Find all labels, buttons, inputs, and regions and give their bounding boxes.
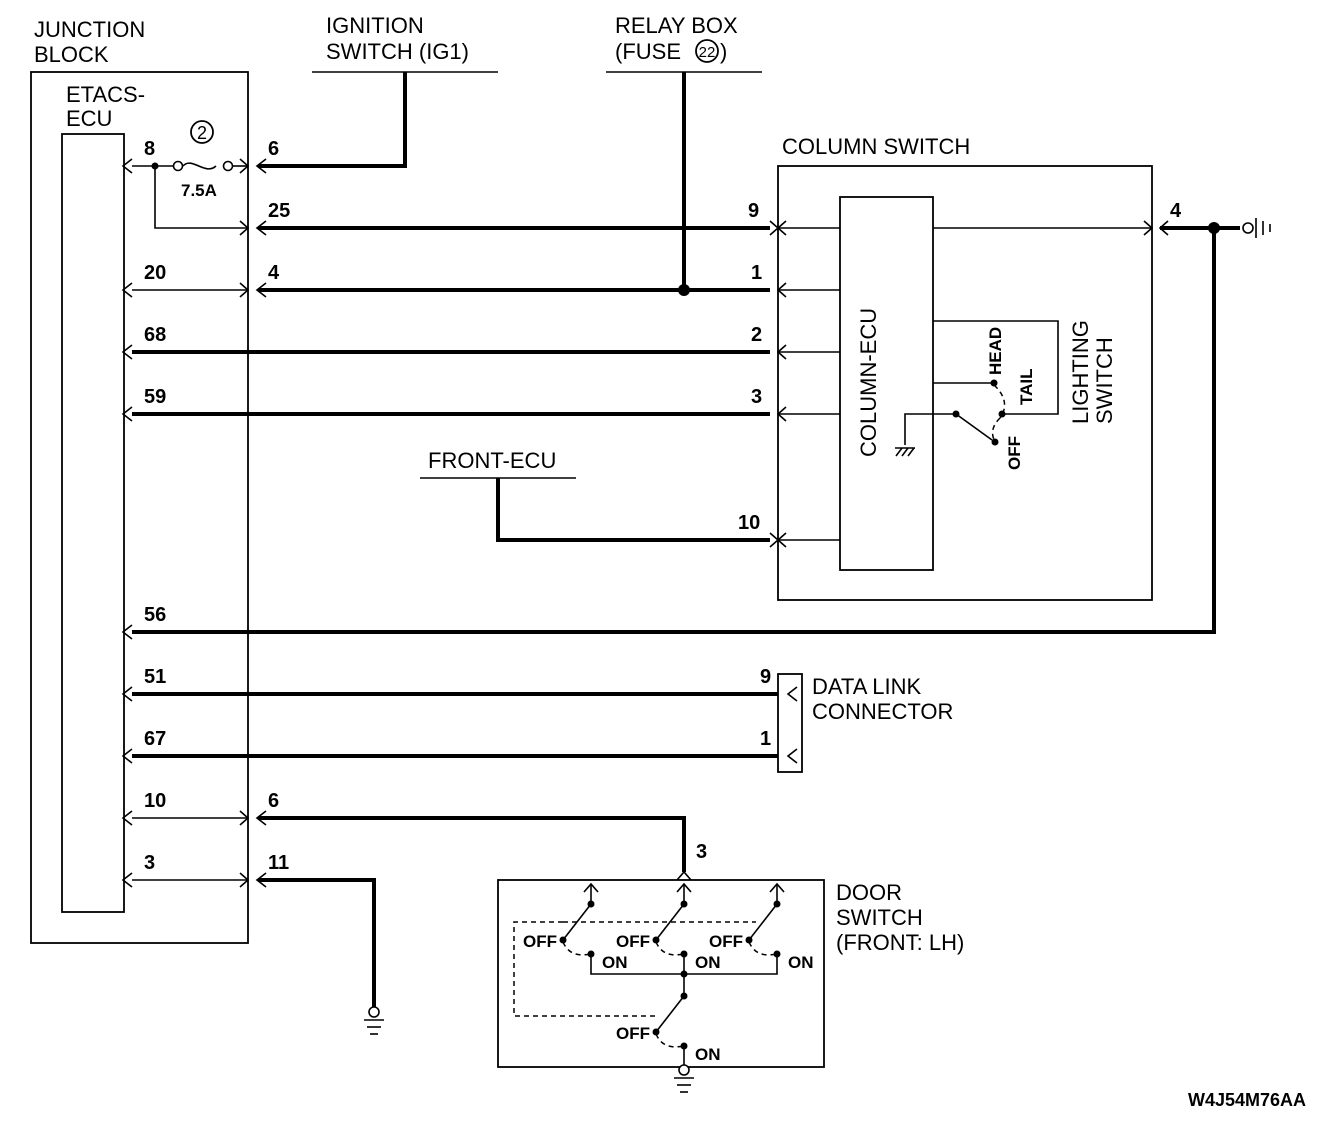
- jb-pin-4: 4: [268, 262, 280, 284]
- etacs-ecu-label-1: ETACS-: [66, 82, 145, 107]
- ignition-switch: IGNITION SWITCH (IG1): [258, 13, 498, 168]
- relay-box: RELAY BOX (FUSE 22 ): [606, 13, 762, 296]
- etacs-pin-8: 8: [144, 138, 155, 160]
- jb-pin-11: 11: [268, 852, 289, 874]
- column-pin-10: 10: [738, 512, 760, 534]
- etacs-ecu: ETACS- ECU: [61, 82, 145, 913]
- ignition-label-2: SWITCH (IG1): [326, 39, 469, 64]
- column-ground-icon: [1242, 218, 1271, 238]
- etacs-pin-56: 56: [144, 604, 166, 626]
- dlc-label-1: DATA LINK: [812, 674, 922, 699]
- column-switch-label: COLUMN SWITCH: [782, 134, 970, 159]
- column-pin-2: 2: [751, 324, 762, 346]
- etacs-pin-67: 67: [144, 728, 166, 750]
- door-off-label-3: OFF: [709, 932, 743, 951]
- etacs-pin-3: 3: [144, 852, 155, 874]
- svg-text:(FUSE: (FUSE: [615, 39, 681, 64]
- etacs-pin-10: 10: [144, 790, 166, 812]
- door-switch: 3 DOOR SWITCH (FRONT: LH): [497, 841, 964, 1068]
- etacs-pin-51: 51: [144, 666, 166, 688]
- door-on-label-4: ON: [695, 1045, 721, 1064]
- door-on-label-2: ON: [695, 953, 721, 972]
- dlc-pin-9: 9: [760, 666, 771, 688]
- front-ecu-label: FRONT-ECU: [428, 448, 556, 473]
- jb-pin-6-bottom: 6: [268, 790, 279, 812]
- ignition-label-1: IGNITION: [326, 13, 424, 38]
- column-switch: COLUMN SWITCH COLUMN-ECU 9 1 2 3 10 4: [738, 134, 1240, 601]
- junction-block-label-1: JUNCTION: [34, 17, 145, 42]
- column-pin-3: 3: [751, 386, 762, 408]
- dlc-label-2: CONNECTOR: [812, 699, 953, 724]
- off-label-lighting: OFF: [1005, 436, 1024, 470]
- figure-code: W4J54M76AA: [1188, 1090, 1306, 1110]
- lighting-switch-label-2: SWITCH: [1092, 337, 1117, 424]
- etacs-pin-68: 68: [144, 324, 166, 346]
- relay-fuse-number: 22: [699, 44, 716, 61]
- relay-box-label-1: RELAY BOX: [615, 13, 738, 38]
- fuse-number: 2: [197, 123, 207, 143]
- relay-box-label-3: ): [720, 39, 727, 64]
- column-pin-9: 9: [748, 200, 759, 222]
- svg-text:BLOCK: BLOCK: [34, 42, 109, 67]
- etacs-pin-59: 59: [144, 386, 166, 408]
- door-on-label-1: ON: [602, 953, 628, 972]
- door-off-label-2: OFF: [616, 932, 650, 951]
- svg-text:JUNCTION: JUNCTION: [34, 17, 145, 42]
- door-ground-icon: [674, 1064, 694, 1093]
- head-label: HEAD: [986, 327, 1005, 375]
- door-off-label-1: OFF: [523, 932, 557, 951]
- door-switch-contacts: [513, 882, 785, 1066]
- jb-pin-25: 25: [268, 200, 290, 222]
- jb-internal-wires: [132, 289, 248, 881]
- ground-icon: [364, 1006, 384, 1035]
- jb-connector-pins: 6 25 4 6 11: [239, 138, 290, 888]
- door-switch-label-2: SWITCH: [836, 905, 923, 930]
- door-off-label-4: OFF: [616, 1024, 650, 1043]
- door-pin-3: 3: [696, 841, 707, 863]
- ecu-ground-icon: [895, 447, 915, 457]
- data-link-connector: 9 1 DATA LINK CONNECTOR: [760, 666, 953, 773]
- etacs-pin-20: 20: [144, 262, 166, 284]
- tail-label: TAIL: [1017, 368, 1036, 405]
- junction-block: JUNCTION BLOCK: [30, 17, 249, 944]
- fuse-2: 2 7.5A: [132, 120, 248, 229]
- relay-box-label-2: (FUSE: [615, 39, 681, 64]
- door-switch-label-3: (FRONT: LH): [836, 930, 964, 955]
- door-switch-label-1: DOOR: [836, 880, 902, 905]
- dlc-pin-1: 1: [760, 728, 771, 750]
- fuse-rating: 7.5A: [181, 181, 217, 200]
- front-ecu: FRONT-ECU: [420, 448, 780, 548]
- column-pin-1: 1: [751, 262, 762, 284]
- column-pin-4: 4: [1170, 200, 1182, 222]
- column-ecu-label: COLUMN-ECU: [856, 308, 881, 457]
- lighting-switch: HEAD TAIL OFF LIGHTING SWITCH: [895, 320, 1117, 470]
- junction-block-label-2: BLOCK: [34, 42, 109, 67]
- wires: [132, 226, 1216, 1010]
- door-on-label-3: ON: [788, 953, 814, 972]
- jb-pin-6-top: 6: [268, 138, 279, 160]
- etacs-pins: 8 20 68 59 56 51 67 10 3: [122, 138, 166, 888]
- lighting-switch-label-1: LIGHTING: [1068, 320, 1093, 424]
- etacs-ecu-label-2: ECU: [66, 106, 112, 131]
